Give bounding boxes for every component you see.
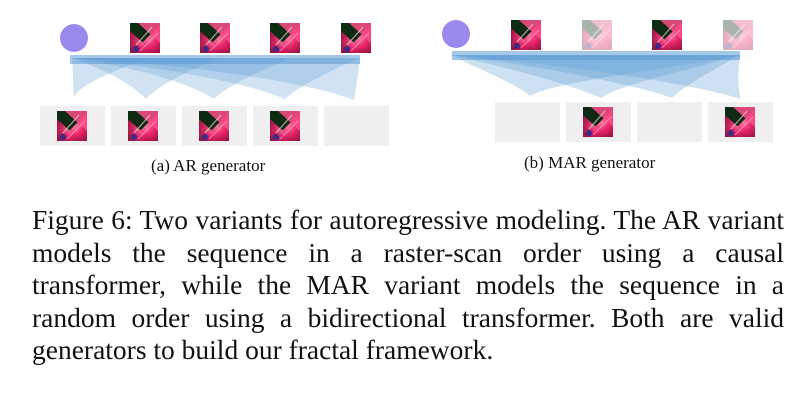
ar-subcaption: (a) AR generator [151,156,266,175]
ar-output-token-1 [56,110,88,142]
mar-start-token [442,20,470,48]
figure-caption: Figure 6: Two variants for autoregressiv… [32,204,784,365]
ar-output-slot-5-empty [324,106,389,146]
ar-input-token-4 [340,22,372,54]
ar-output-token-2 [127,110,159,142]
ar-generator [40,22,389,146]
mar-input-token-1 [510,19,542,51]
figure-diagram [40,19,773,146]
mar-input-token-4-faded [722,19,754,51]
mar-output-token-4 [724,106,756,138]
mar-bidirectional-attention-arrows [452,51,741,99]
mar-output-token-2 [582,106,614,138]
mar-input-token-2-faded [581,19,613,51]
ar-input-token-3 [269,22,301,54]
ar-start-token [60,24,88,52]
mar-generator [442,19,773,142]
ar-causal-attention-arrows [70,55,360,100]
mar-subcaption: (b) MAR generator [524,153,656,172]
ar-input-token-2 [199,22,231,54]
ar-output-token-3 [198,110,230,142]
mar-output-slot-1-empty [495,102,560,142]
mar-output-slot-3-empty [637,102,702,142]
mar-input-token-3 [651,19,683,51]
ar-output-token-4 [269,110,301,142]
ar-input-token-1 [129,22,161,54]
